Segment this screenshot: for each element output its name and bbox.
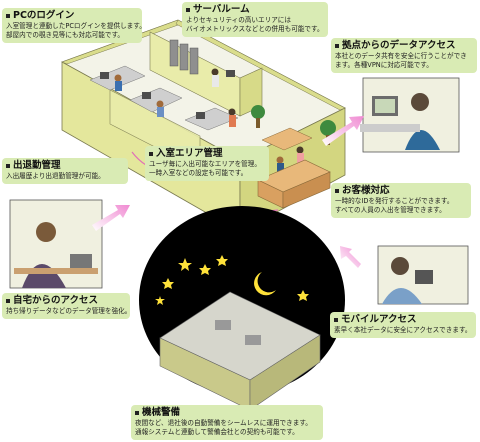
- callout-body-line: バイオメトリックスなどとの併用も可能です。: [186, 25, 324, 33]
- callout-title: 自宅からのアクセス: [13, 295, 99, 306]
- callout-title: 入室エリア管理: [156, 148, 223, 159]
- bullet-icon: [149, 152, 153, 156]
- callout-title: お客様対応: [342, 185, 390, 196]
- callout-room-area: 入室エリア管理 ユーザ毎に入出可能なエリアを管理。 一時入室などの設定も可能です…: [145, 146, 269, 181]
- bullet-icon: [334, 318, 338, 322]
- inset-home: [9, 199, 103, 289]
- callout-body-line: 夜間など、退社後の自動警備をシームレスに運用できます。: [135, 419, 312, 427]
- inset-branch-office: [360, 77, 460, 153]
- callout-home-access: 自宅からのアクセス 持ち帰りデータなどのデータ管理を強化。: [2, 293, 132, 319]
- callout-title: 出退勤管理: [13, 160, 61, 171]
- office-building: [61, 19, 346, 233]
- callout-attendance: 出退勤管理 入出履歴より出退勤管理が可能。: [2, 158, 128, 184]
- bullet-icon: [135, 411, 139, 415]
- bullet-icon: [335, 44, 339, 48]
- callout-body-line: 通報システムと連動して警備会社との契約も可能です。: [135, 428, 299, 436]
- callout-body-line: 一時的なIDを発行することができます。: [335, 197, 454, 205]
- callout-body-line: 入室管理と連動したPCログインを提供します。: [6, 22, 146, 30]
- night-scene: [139, 206, 345, 411]
- bullet-icon: [186, 8, 190, 12]
- callout-body-line: 一時入室などの設定も可能です。: [149, 169, 248, 177]
- callout-body-line: 本社とのデータ共有を安全に行うことができ: [335, 52, 467, 60]
- callout-body-line: 素早く本社データに安全にアクセスできます。: [334, 326, 472, 334]
- callout-machine-security: 機械警備 夜間など、退社後の自動警備をシームレスに運用できます。 通報システムと…: [131, 405, 323, 440]
- callout-title: 拠点からのデータアクセス: [342, 40, 456, 51]
- callout-pc-login: PCのログイン 入室管理と連動したPCログインを提供します。 部屋内での覗き見等…: [2, 8, 146, 43]
- callout-body-line: ユーザ毎に入出可能なエリアを管理。: [149, 160, 261, 168]
- callout-body-line: 入出履歴より出退勤管理が可能。: [6, 172, 105, 180]
- callout-title: 機械警備: [142, 407, 181, 418]
- bullet-icon: [6, 299, 10, 303]
- bullet-icon: [6, 14, 10, 18]
- callout-body-line: ます。各種VPNに対応可能です。: [335, 61, 433, 69]
- inset-mobile: [377, 245, 469, 305]
- callout-body-line: よりセキュリティの高いエリアには: [186, 16, 291, 24]
- callout-title: モバイルアクセス: [341, 314, 417, 325]
- callout-body-line: すべての人員の入出を管理できます。: [335, 206, 446, 214]
- access-arrows: [92, 116, 364, 268]
- callout-server-room: サーバルーム よりセキュリティの高いエリアには バイオメトリックスなどとの併用も…: [182, 2, 328, 37]
- callout-visitor: お客様対応 一時的なIDを発行することができます。 すべての人員の入出を管理でき…: [331, 183, 471, 218]
- callout-title: サーバルーム: [193, 4, 250, 15]
- bullet-icon: [6, 164, 10, 168]
- callout-body-line: 部屋内での覗き見等にも対応可能です。: [6, 31, 125, 39]
- bullet-icon: [335, 189, 339, 193]
- callout-mobile: モバイルアクセス 素早く本社データに安全にアクセスできます。: [330, 312, 476, 338]
- callout-title: PCのログイン: [13, 10, 75, 21]
- callout-remote-access: 拠点からのデータアクセス 本社とのデータ共有を安全に行うことができ ます。各種V…: [331, 38, 477, 73]
- callout-body-line: 持ち帰りデータなどのデータ管理を強化。: [6, 307, 132, 315]
